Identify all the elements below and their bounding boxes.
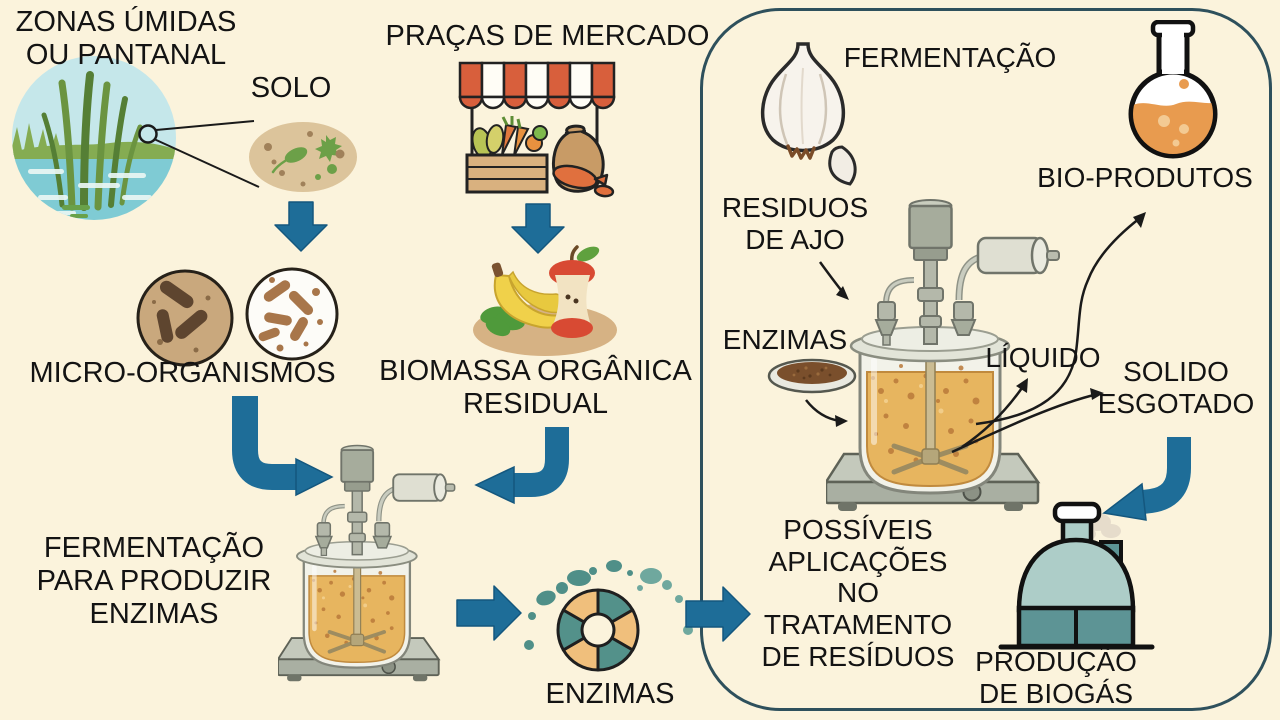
label-biomass: BIOMASSA ORGÂNICA RESIDUAL: [379, 355, 692, 420]
garlic-icon: [760, 42, 857, 186]
market-stall-icon: [458, 61, 616, 198]
label-soil: SOLO: [250, 72, 332, 104]
label-wetlands: ZONAS ÚMIDAS OU PANTANAL: [15, 6, 237, 71]
label-enzymes-left: ENZIMAS: [545, 678, 675, 710]
right-panel: [700, 8, 1272, 711]
label-bioproducts: BIO-PRODUTOS: [1037, 162, 1253, 193]
label-market: PRAÇAS DE MERCADO: [385, 20, 710, 52]
label-fermentation-right: FERMENTAÇÃO: [843, 42, 1057, 73]
label-applications: POSSÍVEIS APLICAÇÕES NO TRATAMENTO DE RE…: [761, 514, 955, 672]
label-microorganisms: MICRO-ORGANISMOS: [29, 357, 336, 389]
label-spent-solid: SOLIDO ESGOTADO: [1097, 356, 1255, 419]
flask-icon: [1128, 20, 1218, 159]
bioreactor-icon: [278, 442, 488, 720]
biogas-tank-icon: [998, 501, 1155, 650]
arrow-soil-to-microbes: [274, 201, 328, 252]
fruit-waste-icon: [473, 245, 617, 356]
label-garlic-waste: RESIDUOS DE AJO: [721, 192, 869, 255]
label-fermentation-left: FERMENTAÇÃO PARA PRODUZIR ENZIMAS: [36, 532, 272, 630]
petri-dish-icon: [767, 358, 857, 394]
wetland-pond-icon: [12, 56, 176, 220]
label-liquid: LÍQUIDO: [985, 342, 1101, 373]
label-biogas: PRODUÇÃO DE BIOGÁS: [975, 646, 1137, 709]
microbes-plate-icon: [136, 267, 339, 367]
soil-sample-icon: [249, 122, 357, 192]
arrow-biomass-to-reactor: [474, 427, 569, 505]
enzymes-donut-icon: [524, 560, 693, 672]
label-enzymes-right: ENZIMAS: [722, 324, 848, 355]
